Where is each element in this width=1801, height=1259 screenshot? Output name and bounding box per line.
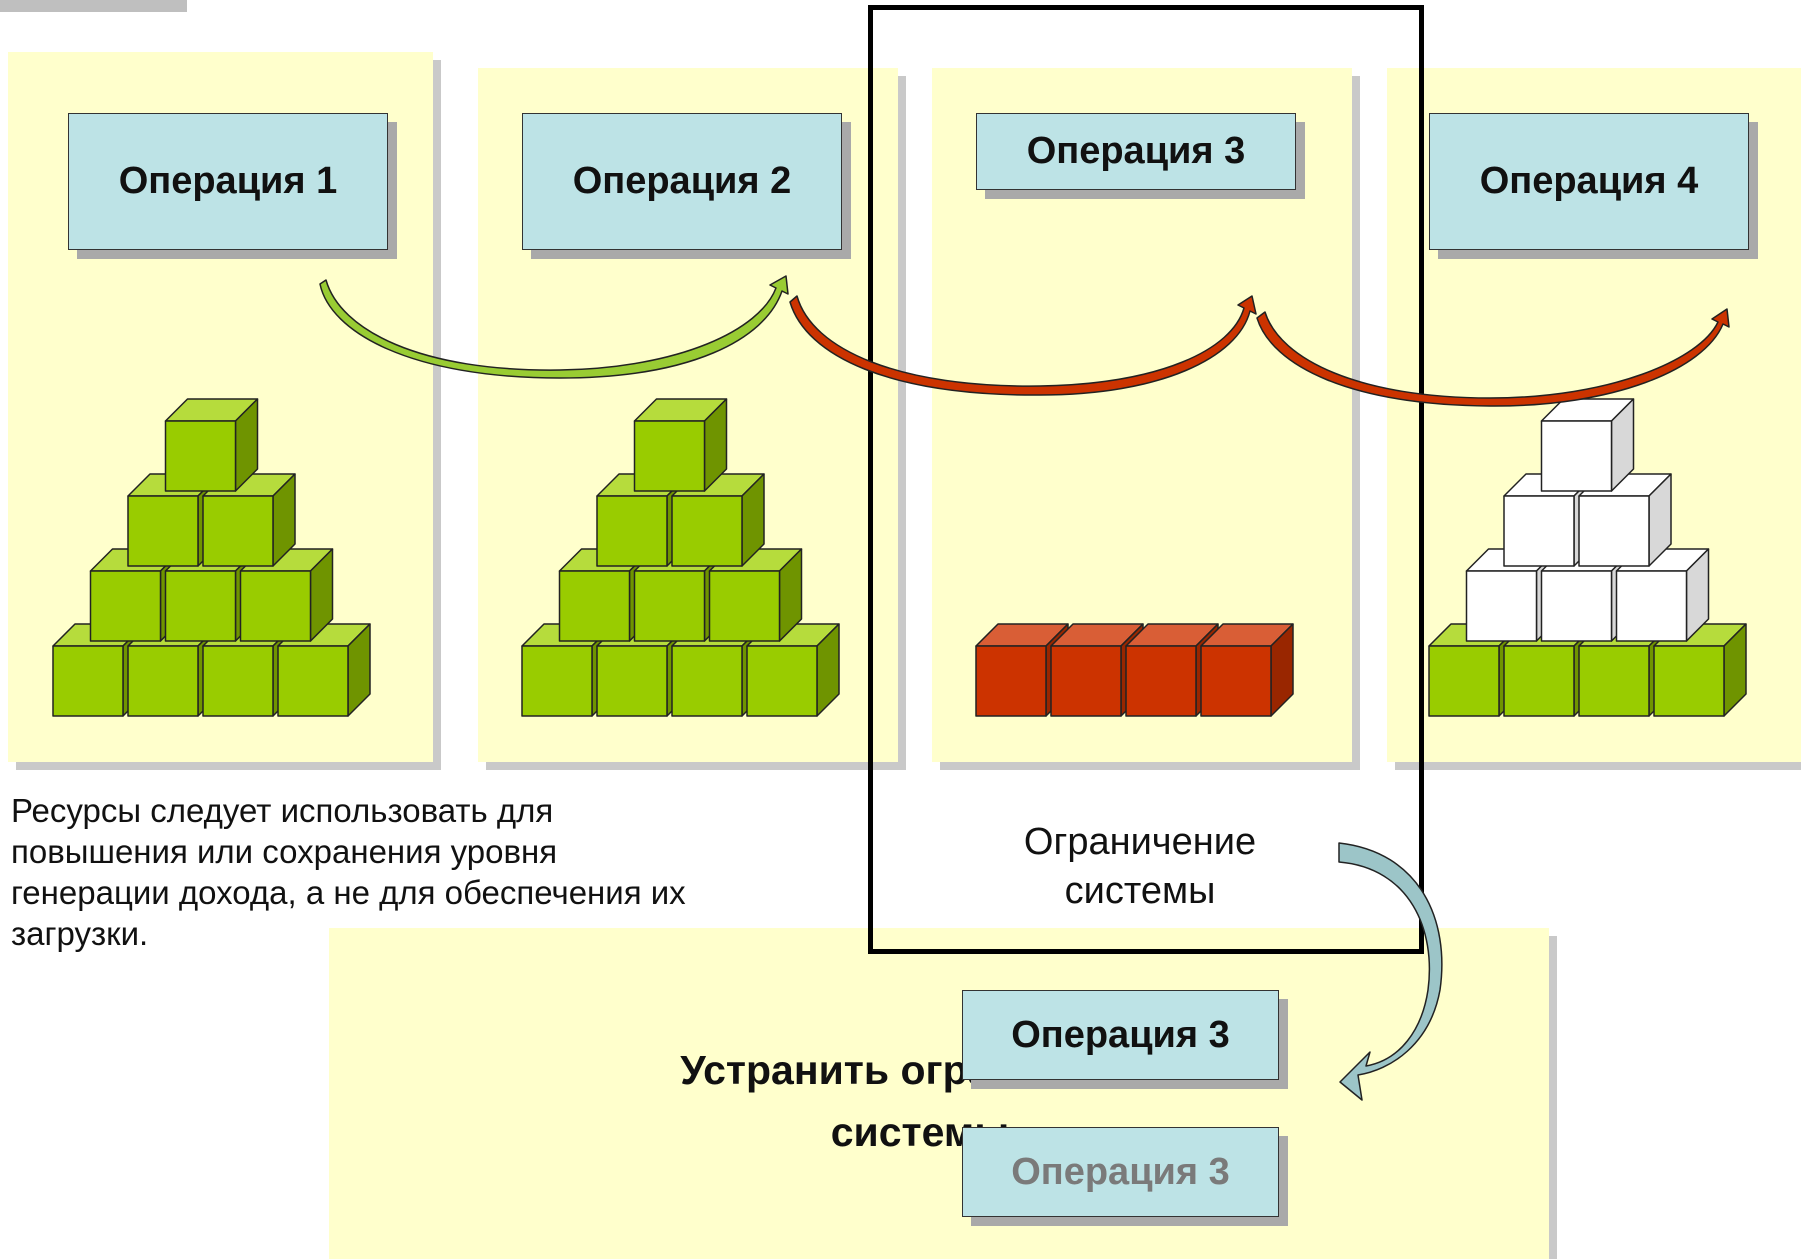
cube-front-face bbox=[671, 645, 743, 717]
cube-front-face bbox=[558, 570, 631, 642]
resources-note: Ресурсы следует использовать для повышен… bbox=[11, 790, 791, 954]
system-constraint-line: Ограничение bbox=[1023, 821, 1257, 863]
cube-front-face bbox=[708, 570, 781, 642]
cube-front-face bbox=[521, 645, 593, 717]
corner-tab bbox=[0, 0, 187, 12]
system-constraint-label: Ограничение системы bbox=[960, 818, 1320, 916]
cube-front-face bbox=[277, 645, 349, 717]
cube-front-face bbox=[1578, 645, 1650, 717]
cube-front-face bbox=[1503, 495, 1575, 567]
eliminate-operation-3-bottom-box: Операция 3 bbox=[962, 1127, 1279, 1217]
eliminate-operation-3-top-box: Операция 3 bbox=[962, 990, 1279, 1080]
red-flow-arrow-2-3 bbox=[789, 295, 1257, 396]
cube-front-face bbox=[1578, 495, 1650, 567]
cube bbox=[239, 548, 334, 642]
cube-front-face bbox=[202, 495, 274, 567]
cube-front-face bbox=[633, 570, 706, 642]
cube bbox=[671, 473, 765, 567]
eliminate-panel bbox=[329, 928, 1549, 1259]
cube bbox=[1653, 623, 1747, 717]
cube-front-face bbox=[1050, 645, 1122, 717]
operation-1-label: Операция 1 bbox=[118, 160, 338, 202]
cube-front-face bbox=[596, 645, 668, 717]
cube-front-face bbox=[52, 645, 124, 717]
teal-flow-arrow bbox=[1338, 842, 1443, 1101]
cube-front-face bbox=[633, 420, 706, 492]
cube-front-face bbox=[239, 570, 312, 642]
red-flow-arrow-3-4 bbox=[1256, 308, 1730, 407]
cube-front-face bbox=[746, 645, 818, 717]
cube-front-face bbox=[89, 570, 162, 642]
cube-front-face bbox=[1653, 645, 1725, 717]
eliminate-operation-3-bottom-label: Операция 3 bbox=[1011, 1150, 1230, 1193]
cube-front-face bbox=[164, 570, 237, 642]
resources-note-line: повышения или сохранения уровня bbox=[11, 833, 558, 870]
cube bbox=[164, 398, 259, 492]
cube-front-face bbox=[1200, 645, 1272, 717]
operation-2-label: Операция 2 bbox=[572, 160, 792, 202]
operation-1-box: Операция 1 bbox=[68, 113, 388, 250]
eliminate-operation-3-top-label: Операция 3 bbox=[1011, 1013, 1230, 1056]
green-flow-arrow bbox=[319, 275, 789, 379]
cube-front-face bbox=[1615, 570, 1688, 642]
resources-note-line: генерации дохода, а не для обеспечения и… bbox=[11, 874, 686, 911]
cube-front-face bbox=[1540, 420, 1613, 492]
cube-front-face bbox=[164, 420, 237, 492]
resources-note-line: загрузки. bbox=[11, 915, 149, 952]
operation-4-label: Операция 4 bbox=[1479, 160, 1699, 202]
operation-3-box: Операция 3 bbox=[976, 113, 1296, 190]
resources-note-line: Ресурсы следует использовать для bbox=[11, 792, 554, 829]
cube-front-face bbox=[1428, 645, 1500, 717]
cube-front-face bbox=[202, 645, 274, 717]
operation-4-box: Операция 4 bbox=[1429, 113, 1749, 250]
cube-front-face bbox=[1503, 645, 1575, 717]
cube bbox=[1540, 398, 1635, 492]
cube bbox=[633, 398, 728, 492]
cube-front-face bbox=[1125, 645, 1197, 717]
cube-front-face bbox=[596, 495, 668, 567]
constraint-frame bbox=[868, 5, 1424, 954]
cube-front-face bbox=[671, 495, 743, 567]
cube-front-face bbox=[127, 495, 199, 567]
cube-front-face bbox=[127, 645, 199, 717]
cube-front-face bbox=[975, 645, 1047, 717]
cube-front-face bbox=[1465, 570, 1538, 642]
operation-3-label: Операция 3 bbox=[1026, 130, 1246, 172]
cube-front-face bbox=[1540, 570, 1613, 642]
system-constraint-line: системы bbox=[1064, 870, 1216, 912]
cube bbox=[1200, 623, 1294, 717]
operation-2-box: Операция 2 bbox=[522, 113, 842, 250]
